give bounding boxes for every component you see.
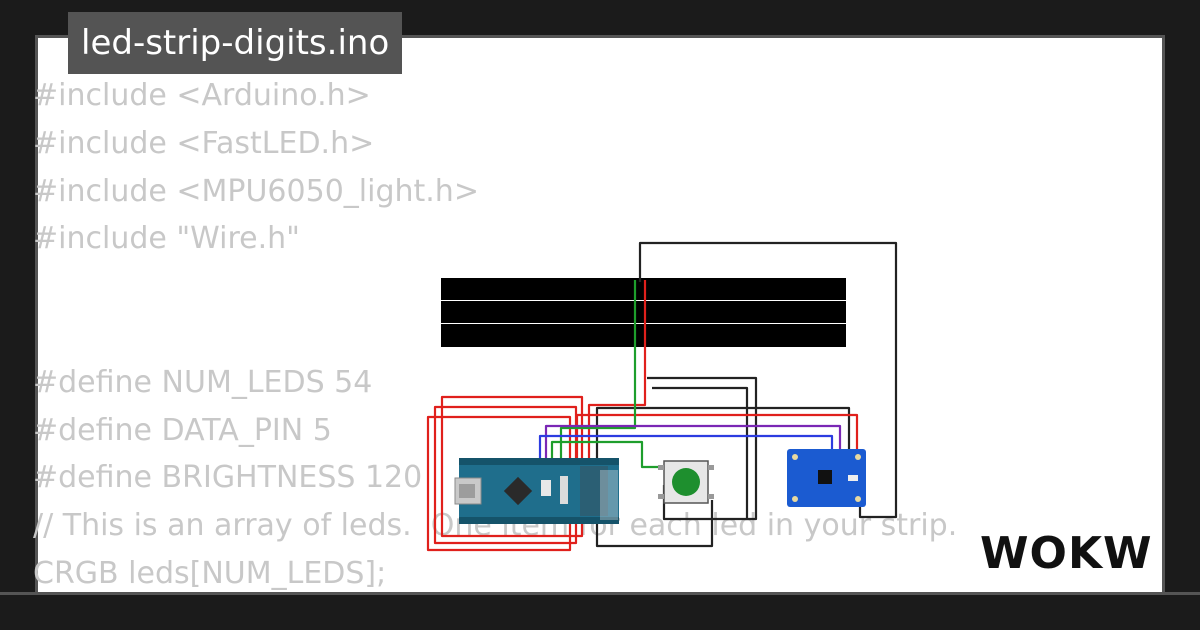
- wire-red: [426, 415, 572, 552]
- wire-black: [647, 376, 758, 521]
- wire-green: [559, 280, 637, 465]
- code-line-11: CRGB leds[NUM_LEDS];: [33, 555, 387, 591]
- wire-black: [652, 386, 749, 519]
- code-line-8: #define DATA_PIN 5: [33, 412, 332, 448]
- led-strip-2: [441, 301, 846, 323]
- wire-black: [595, 500, 714, 548]
- mpu6050-sensor: [787, 449, 866, 507]
- arduino-nano-board: [454, 458, 619, 524]
- code-line-3: #include <MPU6050_light.h>: [33, 173, 479, 209]
- code-line-7: #define NUM_LEDS 54: [33, 364, 373, 400]
- led-strip-1: [441, 278, 846, 300]
- code-line-2: #include <FastLED.h>: [33, 125, 375, 161]
- code-line-1: #include <Arduino.h>: [33, 78, 371, 113]
- sensor-chip: [818, 470, 832, 484]
- button-cap: [672, 468, 700, 496]
- microcontroller-chip: [503, 476, 533, 506]
- code-line-9: #define BRIGHTNESS 120: [33, 460, 423, 496]
- pushbutton: [658, 460, 714, 504]
- led-strip-3: [441, 324, 846, 347]
- sketch-filename: led-strip-digits.ino: [68, 12, 403, 74]
- code-line-4: #include "Wire.h": [33, 221, 300, 257]
- wokwi-logo-text: WOKWi: [980, 528, 1152, 578]
- wokwi-logo: WOKWi: [980, 528, 1152, 578]
- wires: [426, 241, 898, 552]
- led-strip-array: [441, 278, 846, 347]
- wire-red: [440, 395, 584, 538]
- wire-black: [595, 406, 851, 470]
- wire-red: [587, 280, 647, 460]
- wire-red: [433, 405, 578, 545]
- frame-bottom: [0, 592, 1200, 630]
